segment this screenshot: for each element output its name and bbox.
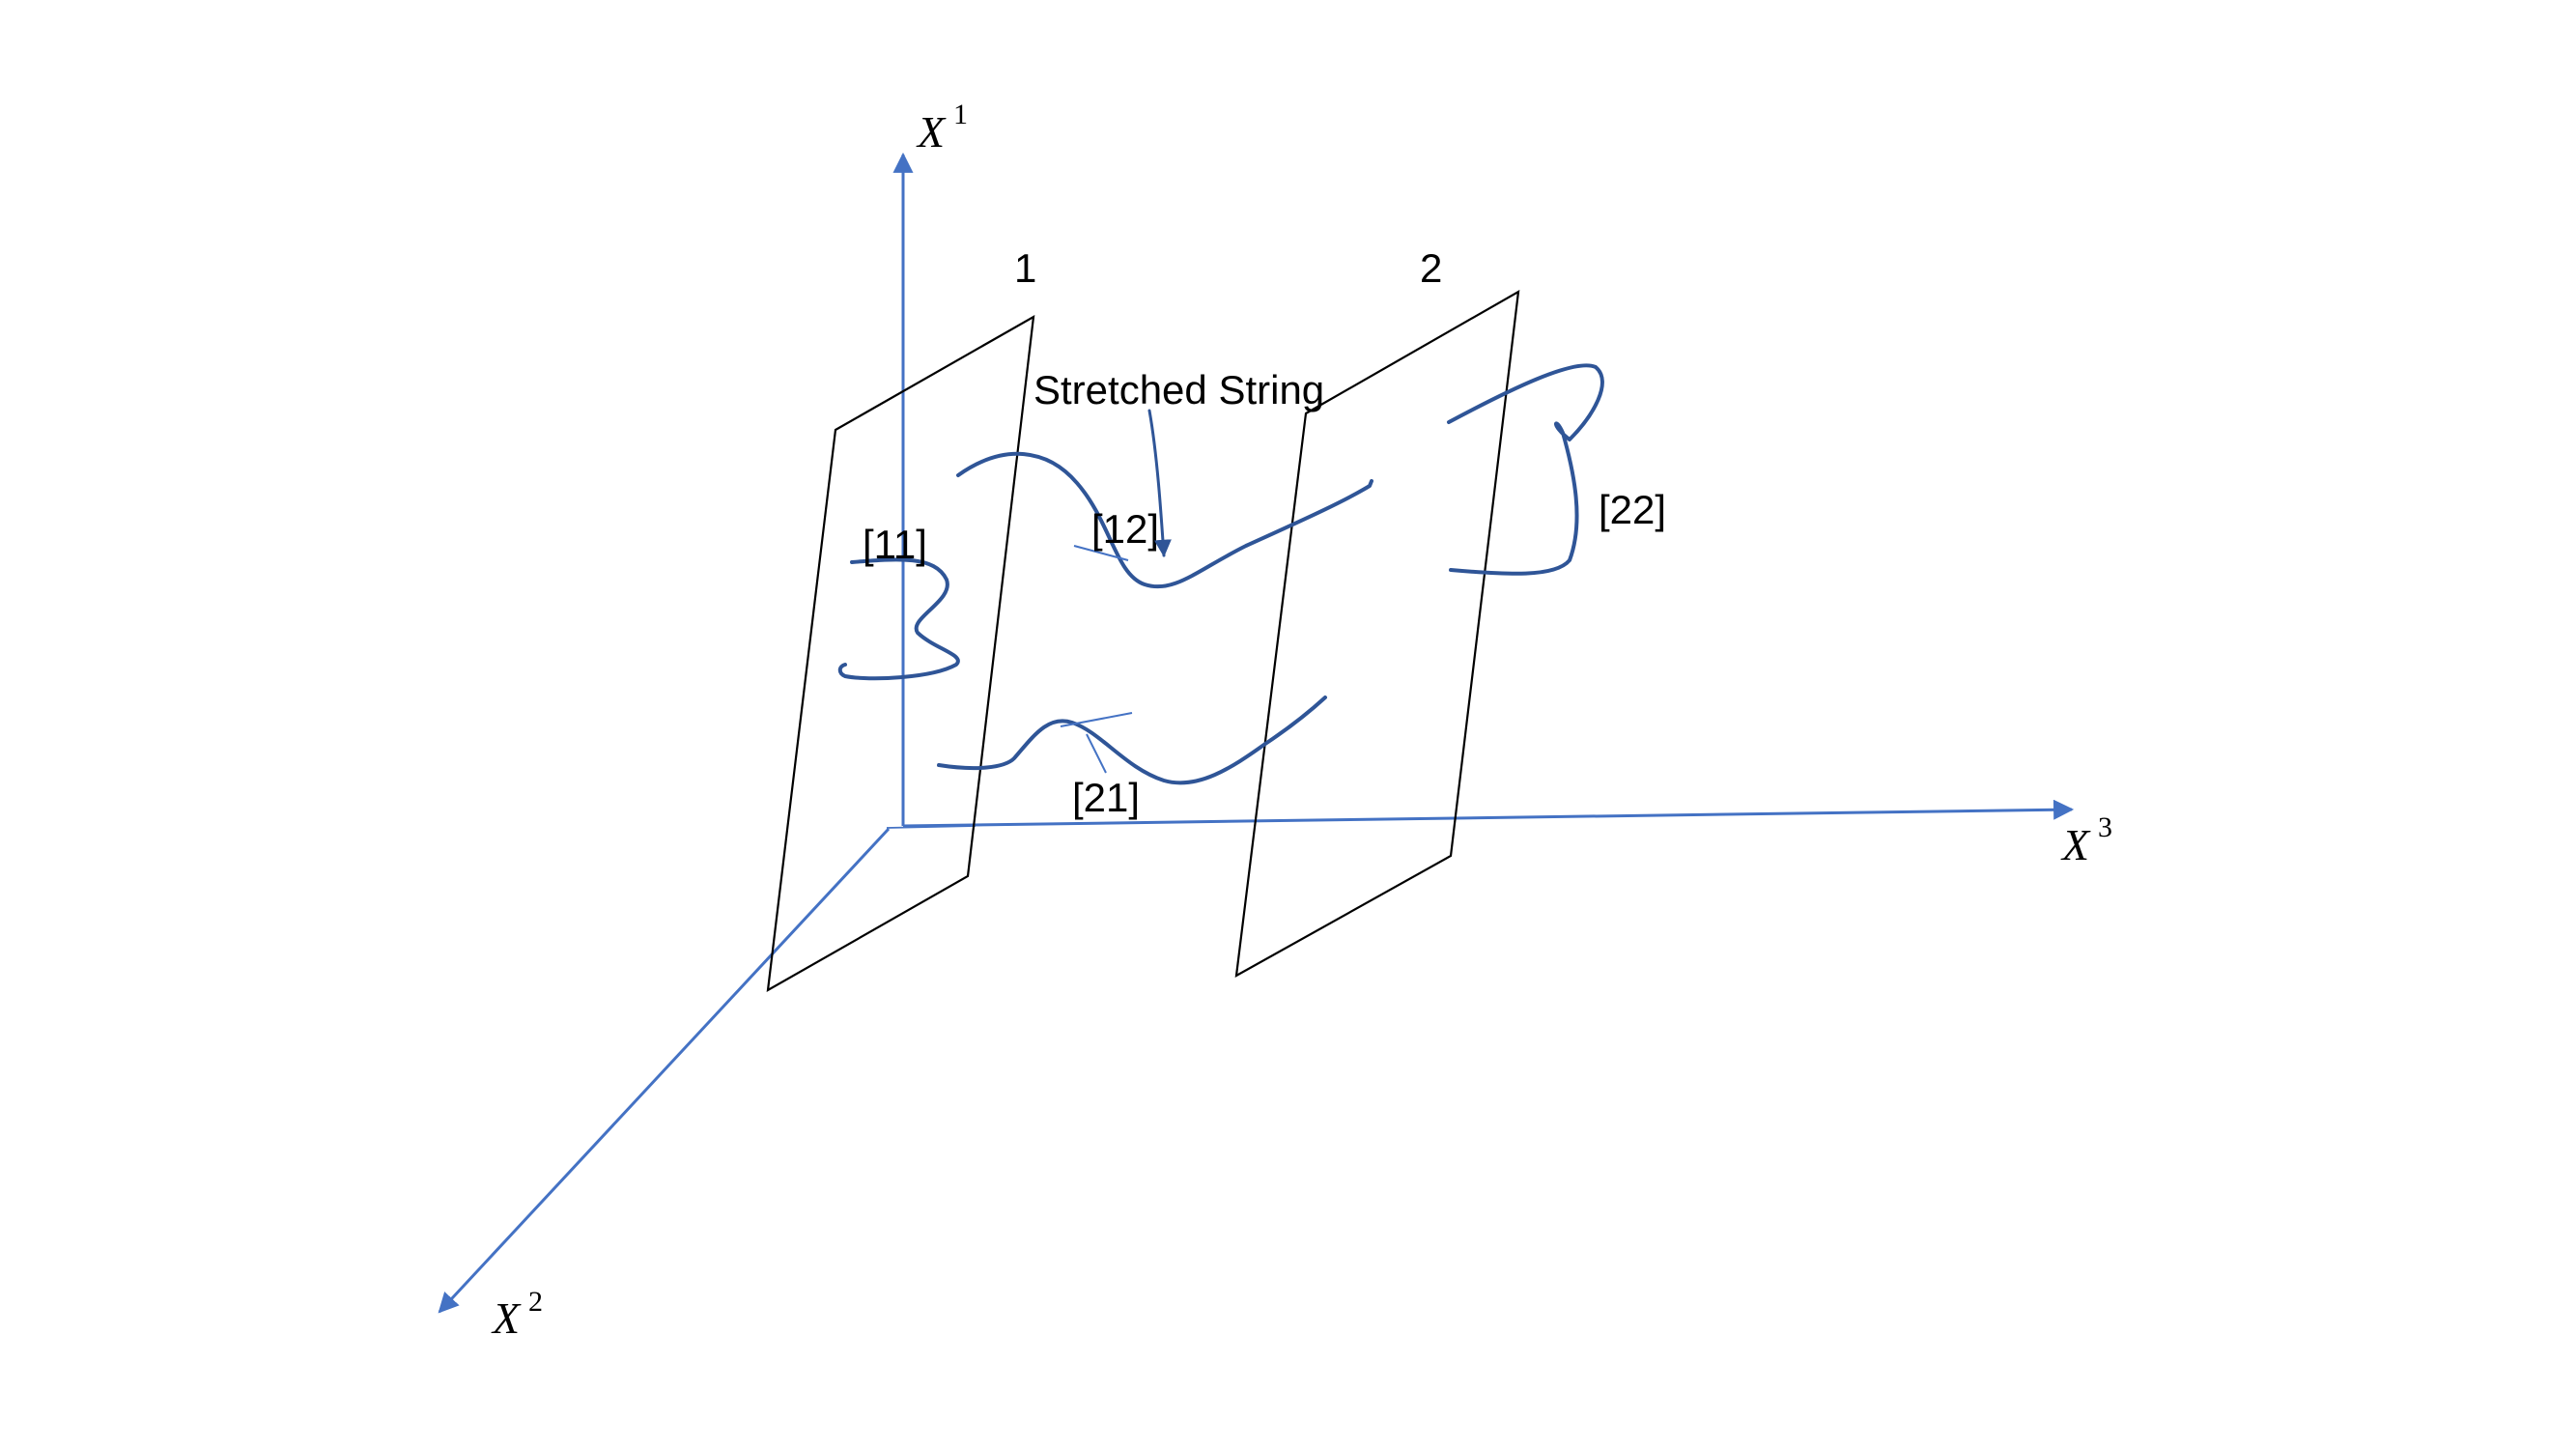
svg-text:X: X <box>916 107 947 156</box>
string-21-label: [21] <box>1072 775 1140 820</box>
string-12-label: [12] <box>1091 506 1159 552</box>
stretched-string-annotation: Stretched String <box>1033 367 1324 412</box>
string-22-label: [22] <box>1599 487 1666 532</box>
x2-axis-label: X 2 <box>491 1286 543 1343</box>
string-11 <box>837 557 960 681</box>
brane-2-label: 2 <box>1420 245 1442 291</box>
string-21 <box>937 696 1327 785</box>
string-12 <box>956 451 1373 589</box>
string-22 <box>1447 363 1604 576</box>
svg-text:X: X <box>2060 820 2091 869</box>
svg-text:3: 3 <box>2098 811 2112 843</box>
svg-text:X: X <box>491 1293 522 1343</box>
brane-2 <box>1234 289 1520 979</box>
svg-text:2: 2 <box>528 1286 543 1318</box>
string-21-pointer <box>1086 733 1107 774</box>
string-11-label: [11] <box>863 522 927 567</box>
annotation-pointer <box>1147 409 1172 557</box>
brane-1 <box>766 314 1035 993</box>
x3-axis-origin-thin <box>886 825 977 829</box>
x1-axis-label: X 1 <box>916 99 968 156</box>
string-21-tangent <box>1060 712 1133 727</box>
brane-1-label: 1 <box>1014 245 1036 291</box>
x3-axis-label: X 3 <box>2060 811 2112 869</box>
svg-text:1: 1 <box>953 99 968 130</box>
string-12-tangent <box>1073 545 1129 561</box>
x3-axis <box>902 799 2075 828</box>
x2-axis <box>438 827 891 1314</box>
